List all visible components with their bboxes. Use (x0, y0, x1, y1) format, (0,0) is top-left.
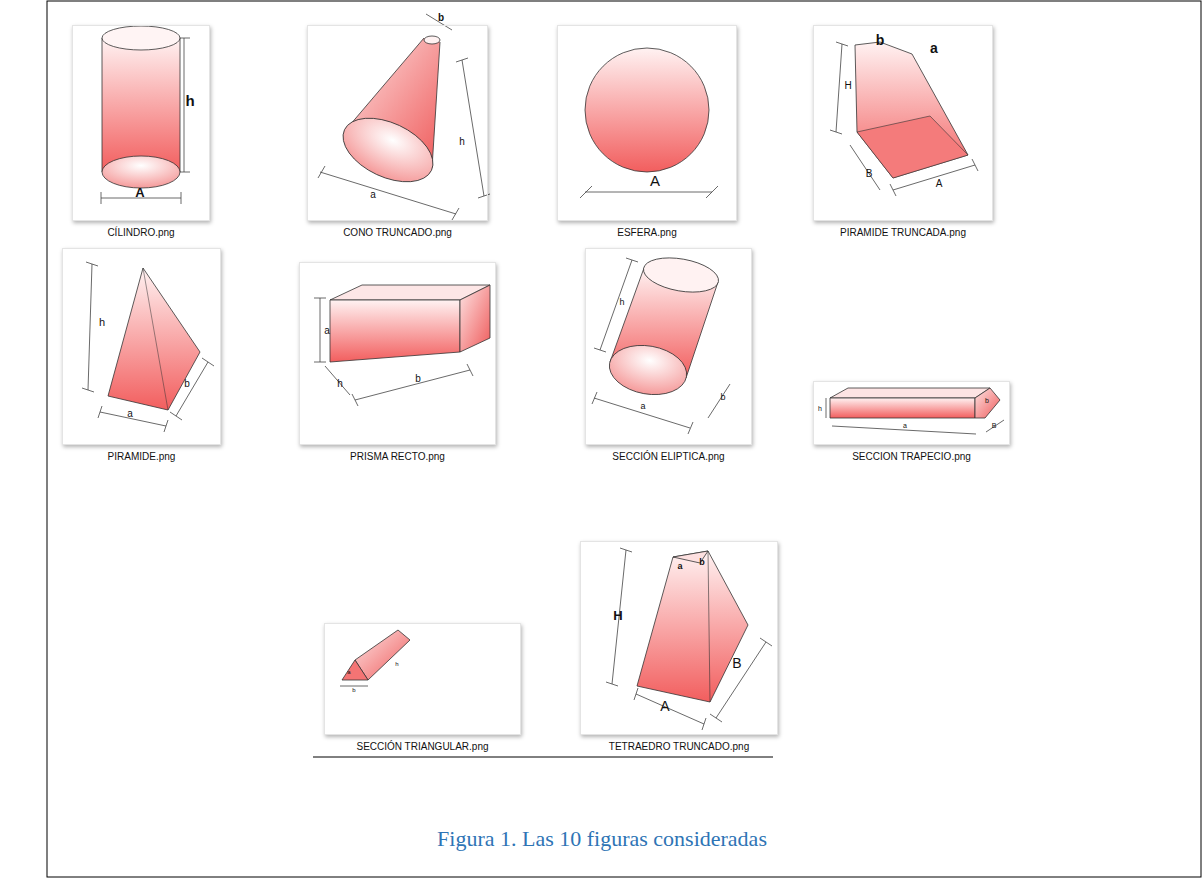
dimension-letter: H (613, 609, 622, 622)
figure-thumbnail: SECCIÓN TRIANGULAR.png (324, 623, 521, 735)
dimension-letter: a (640, 402, 645, 411)
dimension-letter: h (818, 405, 822, 412)
file-name: SECCION TRAPECIO.png (852, 451, 971, 462)
dimension-letter: B (992, 422, 997, 429)
dimension-letter: h (185, 93, 194, 108)
dimension-letter: A (650, 173, 660, 188)
dimension-letter: b (438, 13, 444, 23)
dimension-letter: a (370, 190, 376, 200)
file-name: PIRAMIDE.png (108, 451, 176, 462)
dimension-letter: a (930, 41, 938, 55)
page-frame (47, 1, 1201, 877)
dimension-letter: A (660, 699, 669, 713)
dimension-letter: b (415, 374, 421, 384)
figure-caption: Figura 1. Las 10 figuras consideradas (0, 826, 1204, 852)
dimension-letter: H (844, 81, 851, 91)
dimension-letter: a (127, 409, 133, 419)
dimension-letter: b (352, 687, 355, 693)
dimension-letter: h (99, 317, 105, 328)
figure-thumbnail: ESFERA.png (557, 25, 737, 221)
dimension-letter: h (459, 137, 465, 147)
figure-thumbnail: CONO TRUNCADO.png (307, 25, 488, 221)
dimension-letter: h (619, 298, 624, 307)
dimension-letter: B (732, 656, 741, 670)
dimension-letter: b (720, 393, 725, 402)
dimension-letter: A (936, 179, 943, 189)
file-name: TETRAEDRO TRUNCADO.png (609, 741, 749, 752)
file-name: CONO TRUNCADO.png (343, 227, 452, 238)
dimension-letter: b (985, 397, 989, 404)
dimension-letter: h (337, 379, 343, 389)
file-name: PIRAMIDE TRUNCADA.png (840, 227, 966, 238)
dimension-letter: a (324, 326, 330, 336)
dimension-letter: b (184, 379, 190, 389)
file-name: CÍLINDRO.png (107, 227, 174, 238)
figure-thumbnail: PIRAMIDE.png (62, 248, 221, 445)
dimension-letter: a (347, 669, 350, 675)
file-name: PRISMA RECTO.png (350, 451, 445, 462)
solid-figures (102, 26, 1000, 702)
figure-thumbnail: SECCION TRAPECIO.png (813, 381, 1010, 445)
dimension-letter: A (135, 186, 144, 199)
figure-thumbnail: PRISMA RECTO.png (299, 262, 496, 445)
dimension-letter: a (677, 562, 682, 571)
dimension-letter: a (903, 422, 907, 429)
dimension-letter: B (866, 169, 873, 179)
dimension-letter: h (395, 661, 398, 667)
file-name: SECCIÓN TRIANGULAR.png (356, 741, 488, 752)
underline (313, 757, 773, 758)
figure-thumbnail: PIRAMIDE TRUNCADA.png (813, 25, 993, 221)
figure-thumbnail: SECCIÓN ELIPTICA.png (585, 248, 752, 445)
dimension-letter: b (699, 558, 705, 567)
file-name: SECCIÓN ELIPTICA.png (612, 451, 724, 462)
dimension-letter: b (876, 33, 885, 47)
file-name: ESFERA.png (617, 227, 676, 238)
